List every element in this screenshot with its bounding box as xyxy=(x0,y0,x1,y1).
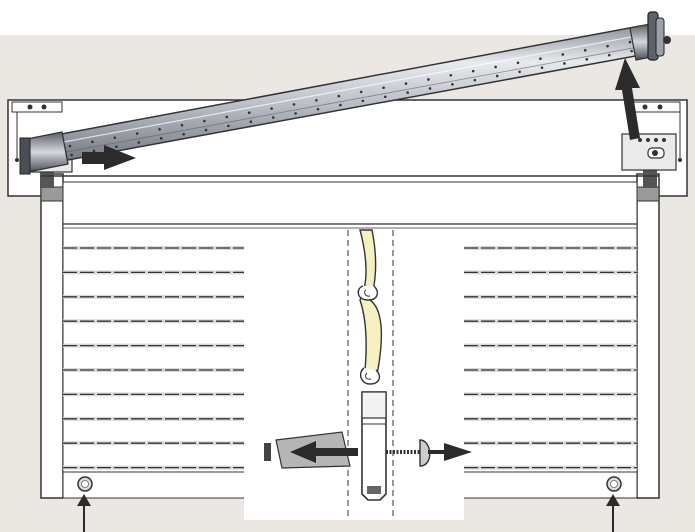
tube-hole xyxy=(137,141,141,144)
tube-hole xyxy=(406,91,409,94)
tube-hole xyxy=(271,116,275,119)
tube-hole xyxy=(182,132,185,136)
tube-hole xyxy=(315,98,318,102)
tube-hole xyxy=(583,49,587,52)
left-bracket-foot xyxy=(40,168,54,188)
left-guide-rail xyxy=(40,173,64,499)
motor-head xyxy=(19,131,69,175)
tube-hole xyxy=(382,86,385,90)
tube-hole xyxy=(294,112,297,115)
tube-hole xyxy=(383,95,387,99)
tube-hole xyxy=(516,61,520,65)
tube-hole xyxy=(113,136,117,139)
tube-hole xyxy=(471,69,475,73)
tube-hole xyxy=(563,62,566,65)
tube-hole xyxy=(337,94,341,98)
tube-hole xyxy=(249,120,253,124)
tube-hole xyxy=(539,57,542,60)
tube-hole xyxy=(494,65,497,69)
tube-hole xyxy=(180,123,184,127)
tube-hole xyxy=(247,111,251,115)
arrow-left-icon xyxy=(290,441,358,463)
tube-hole xyxy=(203,119,206,123)
tube-hole xyxy=(449,73,453,77)
tube-hole xyxy=(630,49,633,53)
arrow-up-icon xyxy=(606,494,620,532)
tube-hole xyxy=(91,140,94,144)
tube-end-cap xyxy=(629,11,671,61)
tube-holes xyxy=(68,40,633,157)
left-guide-cap xyxy=(40,186,64,202)
tube-hole xyxy=(451,82,454,86)
shutter-slats xyxy=(63,246,637,470)
tube-hole xyxy=(92,149,96,153)
tube-hole xyxy=(204,128,208,132)
tube-hole xyxy=(361,99,365,103)
tube-hole xyxy=(339,103,342,107)
tube-hole xyxy=(115,145,118,148)
tube-hole xyxy=(159,137,163,140)
tube-hole xyxy=(473,78,477,82)
arrow-right-icon xyxy=(82,145,136,170)
right-guide-cap xyxy=(636,186,660,202)
tube-hole xyxy=(518,70,521,74)
screw xyxy=(386,439,431,467)
tube-hole xyxy=(606,44,609,48)
right-guide-rail xyxy=(636,173,660,499)
right-end-bracket xyxy=(621,101,682,171)
tube-hole xyxy=(495,74,499,78)
tube-hole xyxy=(607,53,611,57)
tube-hole xyxy=(585,58,589,61)
tube-hole xyxy=(135,132,139,135)
arrow-up-icon xyxy=(77,494,91,532)
tube-hole xyxy=(227,124,230,128)
tube-hole xyxy=(359,90,363,94)
tube-hole xyxy=(316,107,320,111)
tube-hole xyxy=(158,128,161,131)
tube-hole xyxy=(427,78,430,81)
strap-buckle xyxy=(361,391,387,501)
tube-hole xyxy=(270,107,273,110)
arrow-right-icon xyxy=(428,443,472,461)
arrow-up-icon xyxy=(615,58,640,140)
tube-hole xyxy=(404,82,408,85)
tube-hole xyxy=(540,66,544,69)
tube-hole xyxy=(68,144,72,148)
detail-inset xyxy=(244,230,464,520)
tube-hole xyxy=(70,153,73,157)
tube-hole xyxy=(628,40,632,44)
tube-hole xyxy=(561,53,565,56)
tube-hole xyxy=(225,115,229,119)
right-bracket-foot xyxy=(643,168,657,188)
tube-hole xyxy=(428,87,432,90)
tube-hole xyxy=(292,103,296,106)
